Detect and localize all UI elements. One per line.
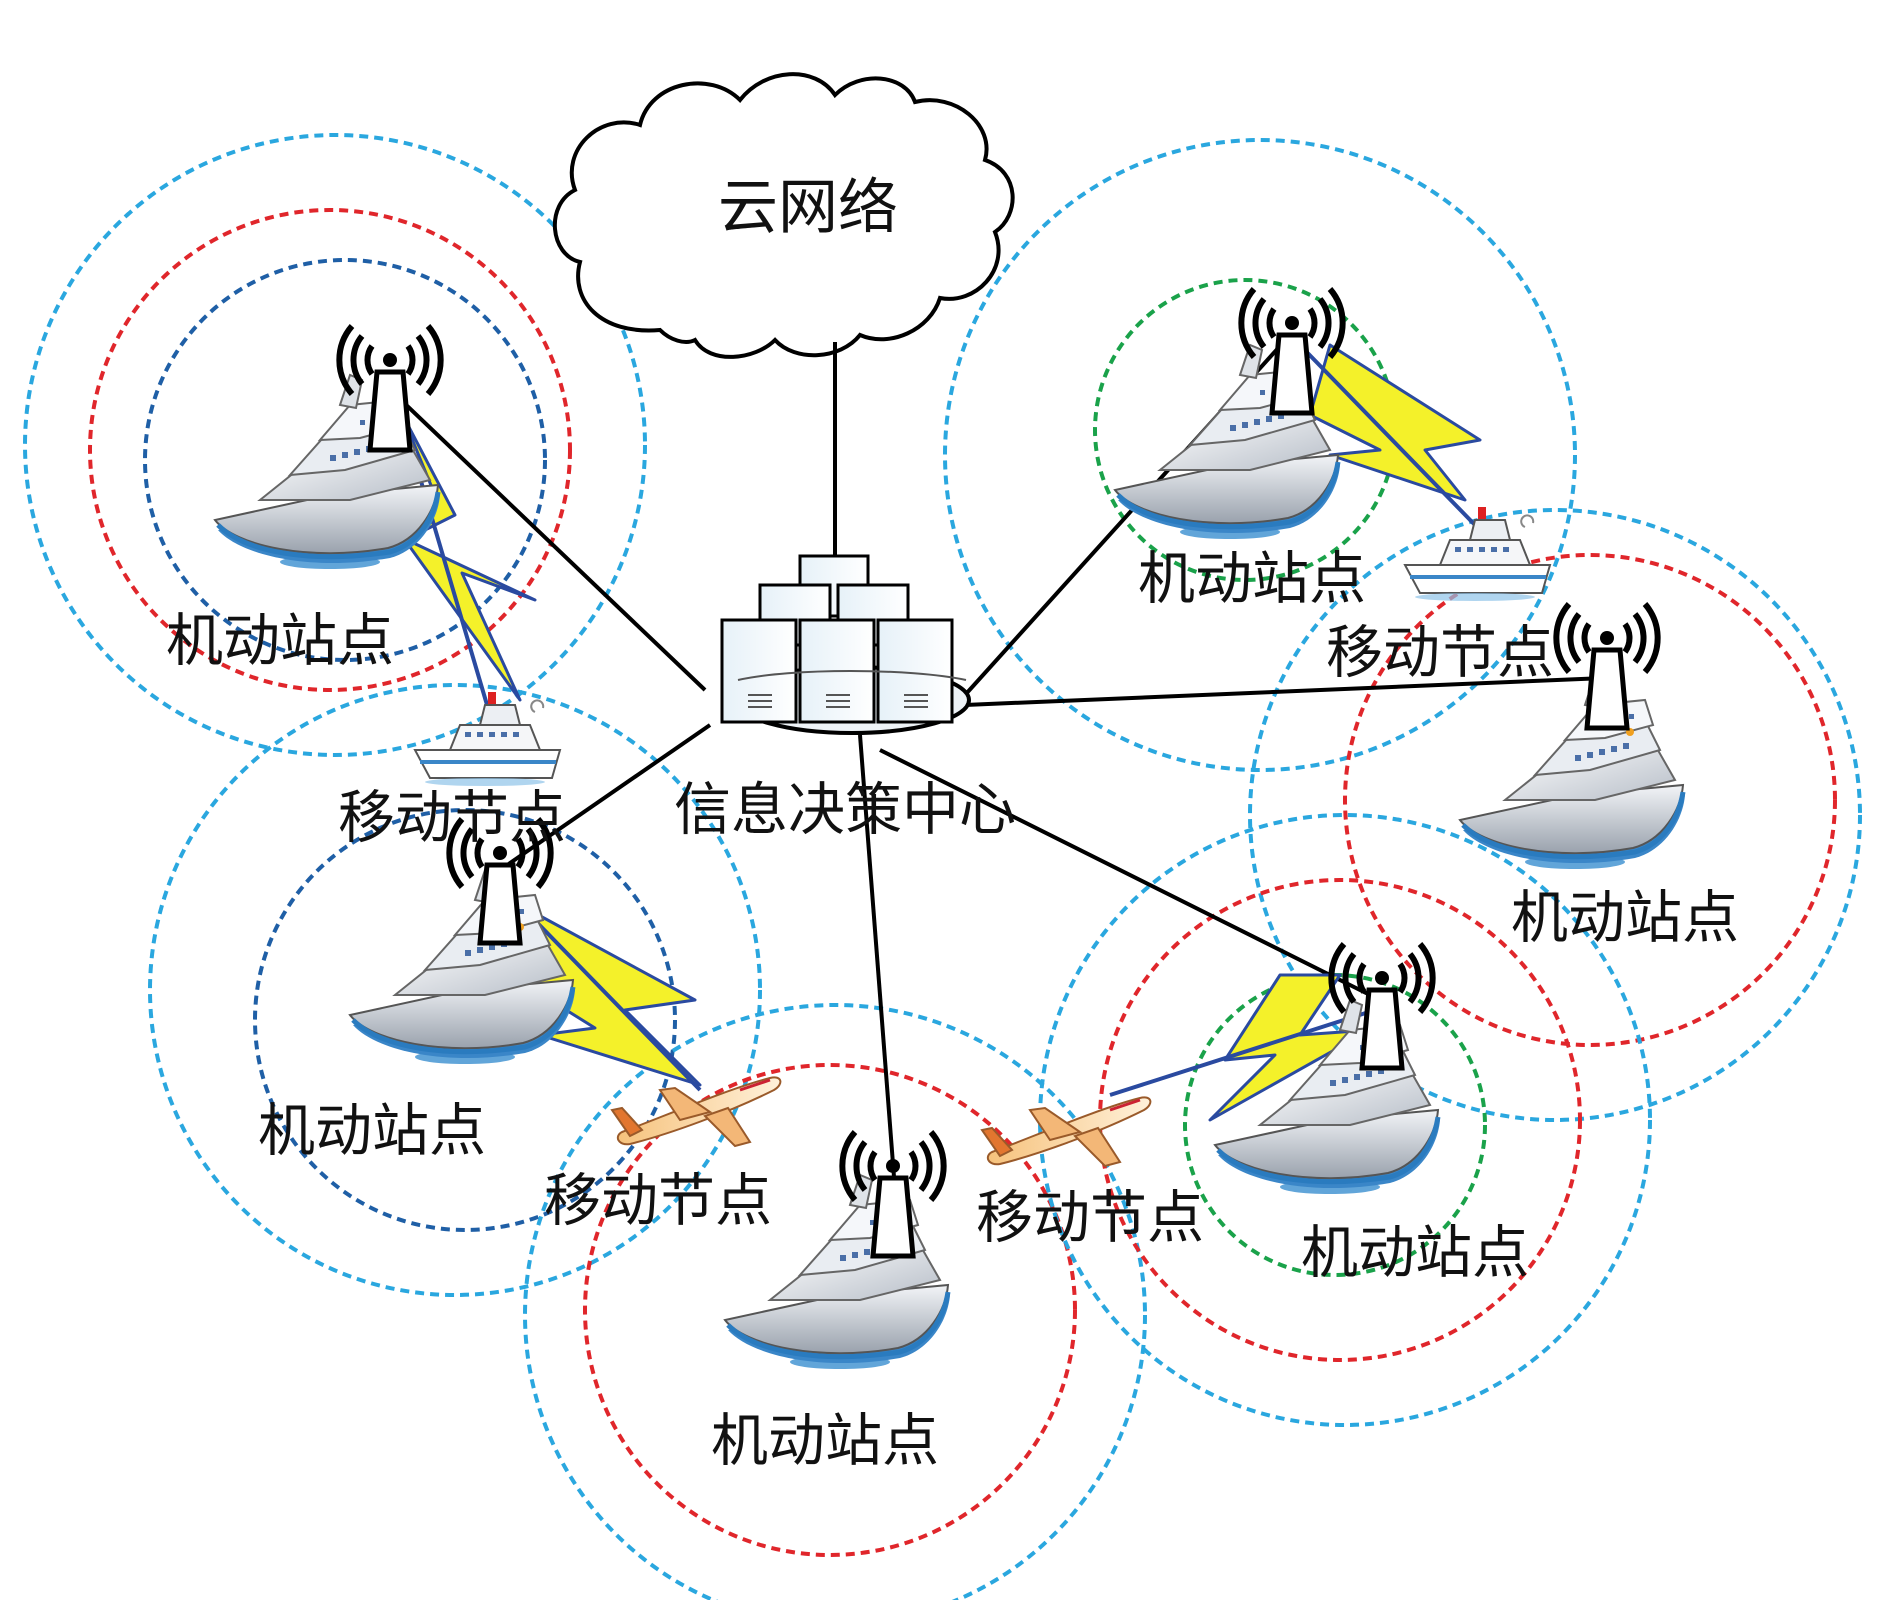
coverage-ring-nw-middle xyxy=(88,208,572,692)
station-s[interactable]: 机动站点 xyxy=(711,1132,950,1474)
mobile-node-plane-sw[interactable]: 移动节点 xyxy=(544,1075,782,1234)
station-label: 机动站点 xyxy=(258,1098,486,1164)
cloud-icon xyxy=(552,72,1015,359)
coverage-ring-s-outer xyxy=(523,1003,1147,1600)
mobile-node-plane-se[interactable]: 移动节点 xyxy=(976,1095,1204,1251)
coverage-ring-nw-outer xyxy=(23,133,647,757)
station-w[interactable]: 机动站点 xyxy=(258,819,575,1164)
boat-icon xyxy=(1403,505,1552,603)
station-se[interactable]: 机动站点 xyxy=(1215,944,1529,1286)
mobile-node-label: 移动节点 xyxy=(338,785,566,851)
mobile-node-boat-ne[interactable]: 移动节点 xyxy=(1326,505,1554,686)
coverage-ring-e-outer xyxy=(1248,508,1862,1122)
coverage-ring-nw-inner xyxy=(143,258,547,662)
plane-icon xyxy=(980,1095,1152,1168)
cloud-label: 云网络 xyxy=(718,173,898,243)
link-center-s xyxy=(858,734,897,1191)
server-icon xyxy=(720,554,954,724)
mobile-node-boat-w[interactable]: 移动节点 xyxy=(338,690,566,851)
mobile-node-label: 移动节点 xyxy=(544,1168,772,1234)
decision-center[interactable]: 信息决策中心 xyxy=(674,554,1016,843)
station-label: 机动站点 xyxy=(1511,885,1739,951)
station-nw[interactable]: 机动站点 xyxy=(166,326,441,674)
station-label: 机动站点 xyxy=(166,608,394,674)
center-label: 信息决策中心 xyxy=(674,777,1016,843)
coverage-ring-se-outer xyxy=(1038,813,1652,1427)
coverage-ring-w-inner xyxy=(253,808,677,1232)
coverage-ring-s-inner xyxy=(583,1063,1077,1557)
coverage-ring-ne-outer xyxy=(943,138,1577,772)
station-e[interactable]: 机动站点 xyxy=(1460,604,1739,951)
link-center-se xyxy=(879,748,1381,1002)
link-center-nw xyxy=(378,378,707,692)
station-label: 机动站点 xyxy=(711,1408,939,1474)
station-label: 机动站点 xyxy=(1138,546,1366,612)
coverage-ring-w-outer xyxy=(148,683,762,1297)
mobile-node-label: 移动节点 xyxy=(1326,620,1554,686)
lightning-icon-ne xyxy=(1308,343,1482,502)
station-ne[interactable]: 机动站点 xyxy=(1115,289,1366,612)
link-center-e xyxy=(964,676,1606,707)
station-label: 机动站点 xyxy=(1301,1220,1529,1286)
cloud-network: 云网络 xyxy=(552,72,1015,359)
mobile-node-label: 移动节点 xyxy=(976,1185,1204,1251)
coverage-ring-e-inner xyxy=(1343,553,1837,1047)
